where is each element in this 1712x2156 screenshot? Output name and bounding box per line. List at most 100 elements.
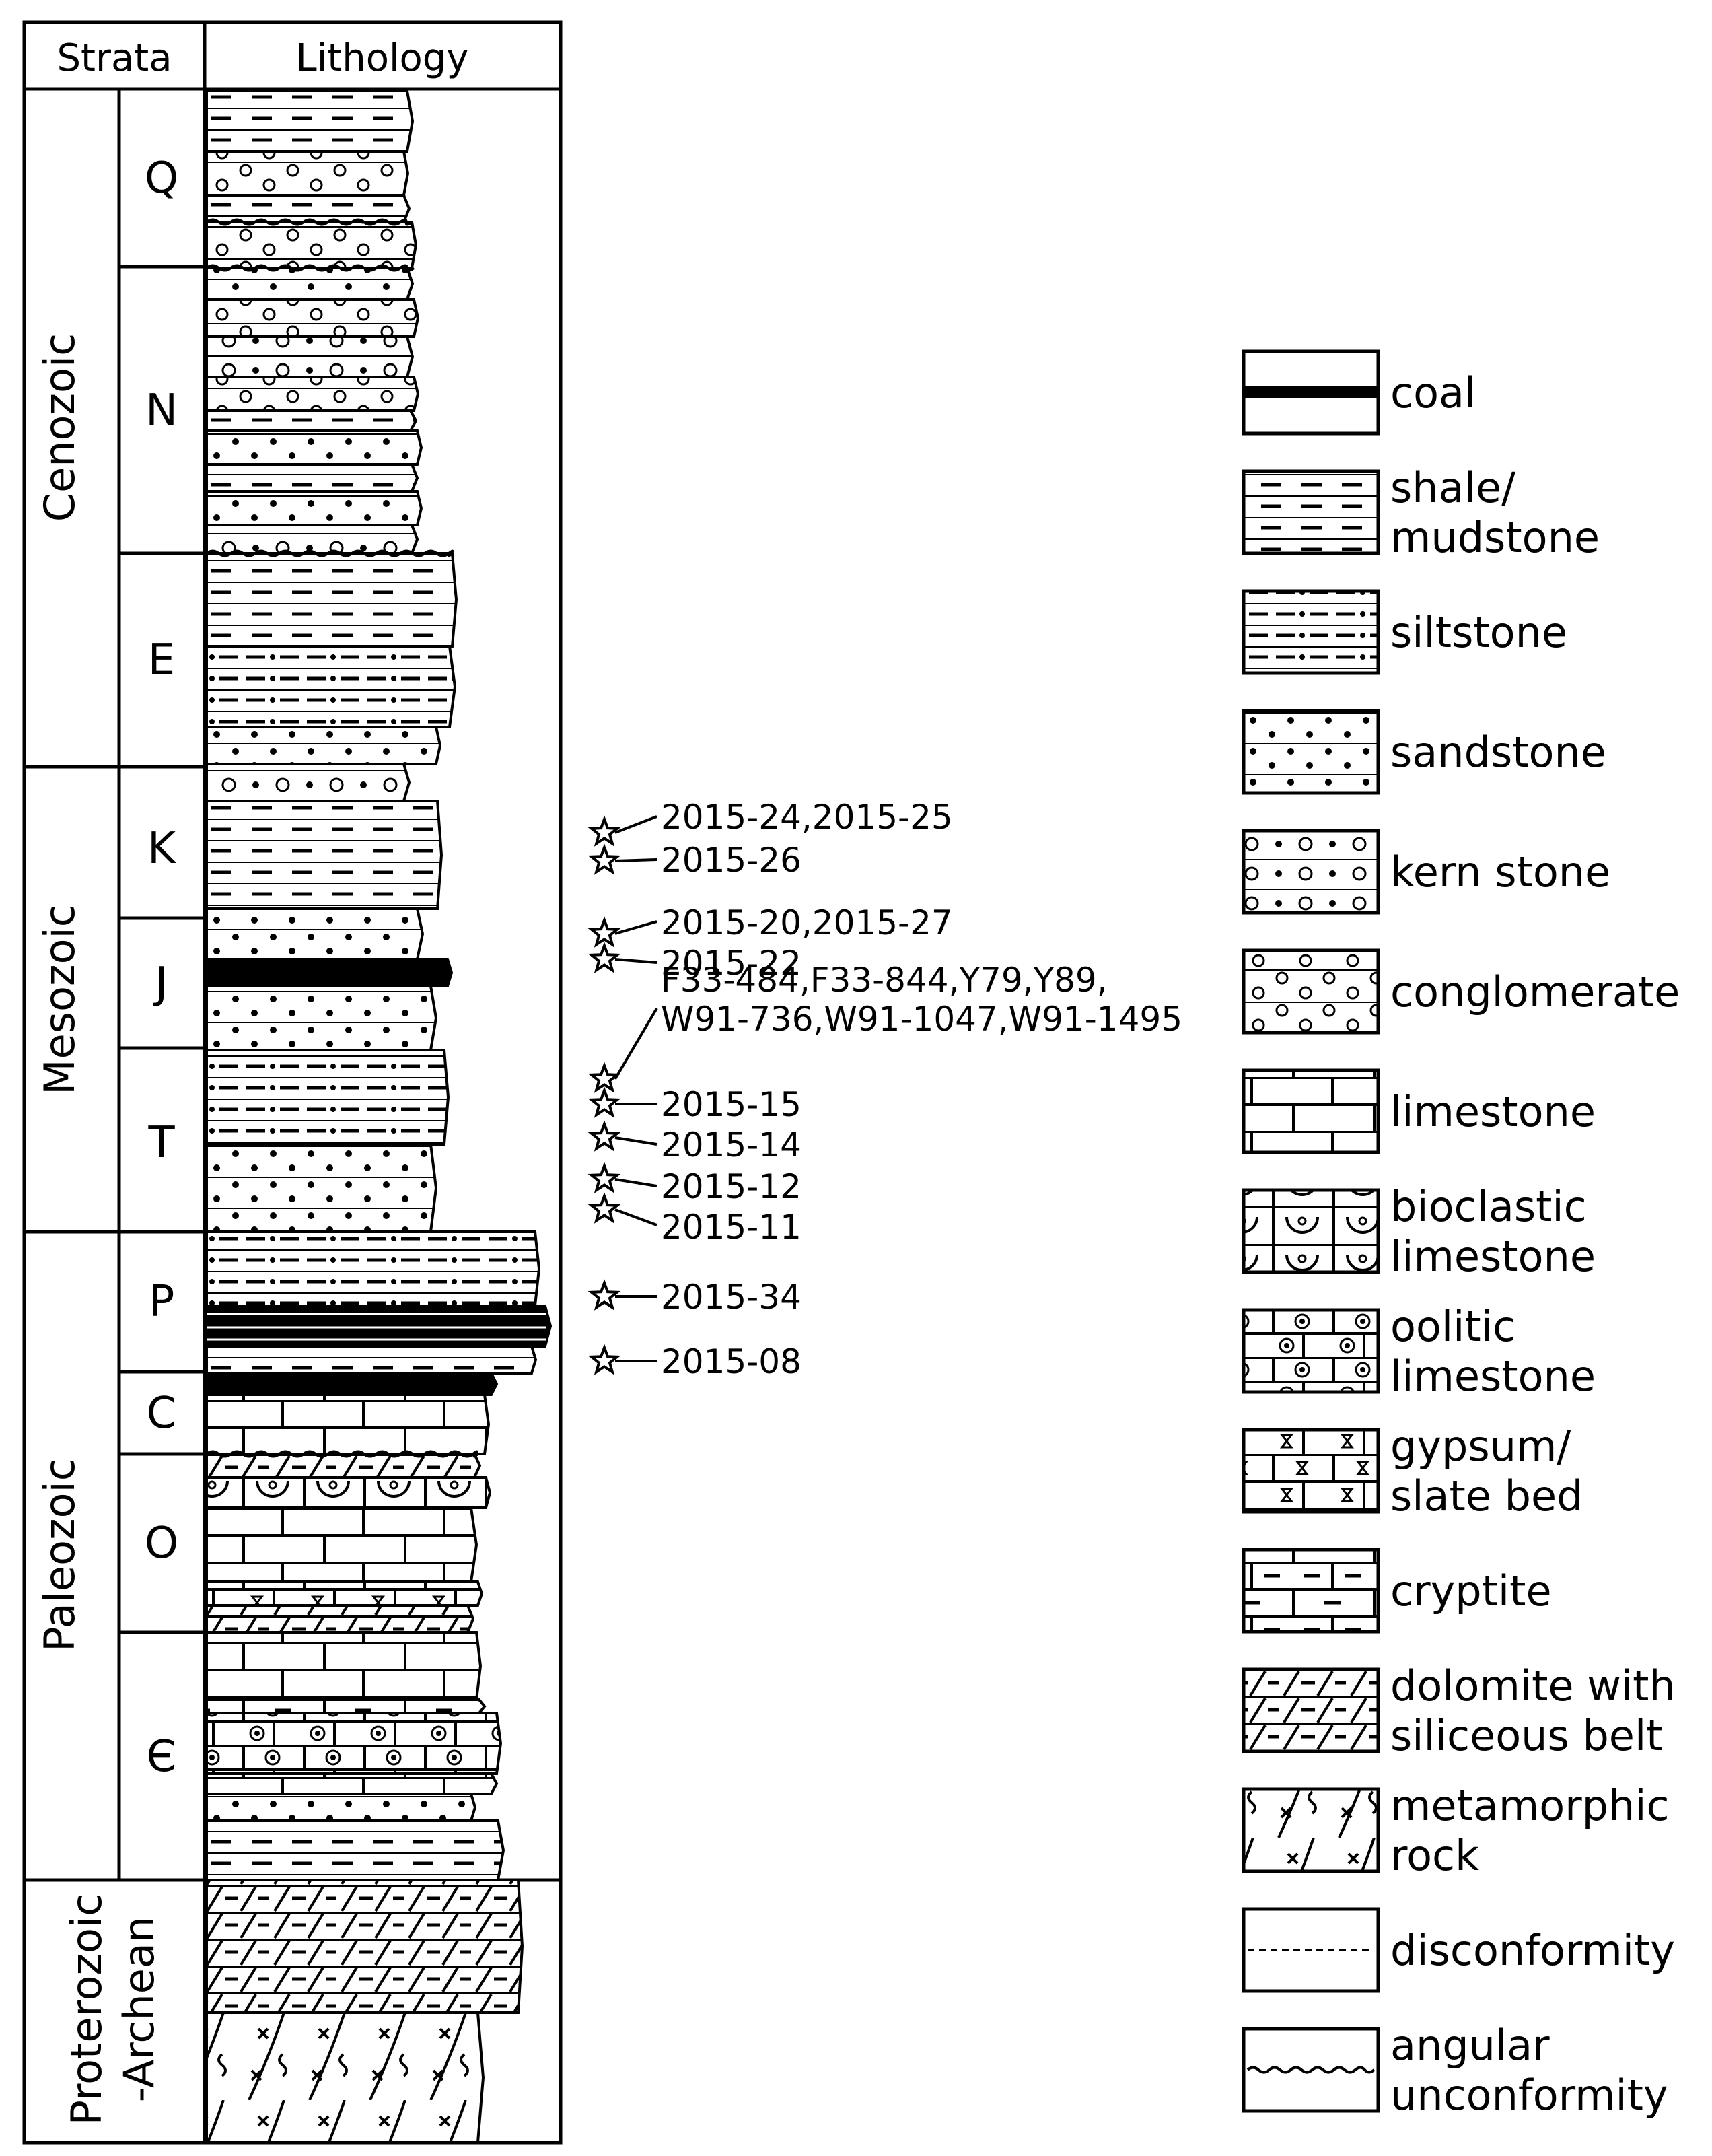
sample-star-icon xyxy=(587,1279,621,1311)
legend-label: siltstone xyxy=(1390,608,1567,657)
sample-star-icon xyxy=(587,1120,621,1152)
sample-star-icon xyxy=(587,1086,621,1118)
sample-markers: 2015-24,2015-252015-262015-20,2015-27201… xyxy=(587,798,1182,1381)
legend-item-cong: conglomerate xyxy=(1242,948,1680,1035)
era-labels: CenozoicMesozoicPaleozoicProterozoic-Arc… xyxy=(35,333,164,2126)
sample-marker: 2015-26 xyxy=(587,841,801,880)
legend-label: gypsum/ xyxy=(1390,1422,1571,1471)
legend-label: conglomerate xyxy=(1390,967,1680,1016)
sample-label: 2015-08 xyxy=(661,1342,801,1381)
legend-item-gyp: gypsum/slate bed xyxy=(1242,1422,1583,1521)
sample-marker: 2015-24,2015-25 xyxy=(587,798,953,847)
lith-bed-sand xyxy=(205,985,438,1051)
sample-leader-line xyxy=(614,1136,657,1146)
sample-leader-line xyxy=(614,858,657,862)
sample-marker: 2015-22 xyxy=(587,942,801,983)
lith-bed-silt xyxy=(205,1230,541,1307)
lith-bed-crypt xyxy=(205,1698,487,1714)
period-label-7: C xyxy=(147,1389,177,1438)
lith-bed-sand xyxy=(205,907,425,961)
sample-label: 2015-20,2015-27 xyxy=(661,903,953,942)
sample-marker: 2015-14 xyxy=(587,1120,801,1164)
legend-label: unconformity xyxy=(1390,2071,1668,2120)
lith-bed-shale xyxy=(205,1819,505,1881)
lithology-header: Lithology xyxy=(296,36,469,80)
sample-leader-line xyxy=(614,958,657,964)
lith-bed-sand xyxy=(205,267,415,301)
lith-bed-lime xyxy=(205,1393,491,1455)
sample-leader-line xyxy=(614,1208,657,1226)
lith-bed-cong xyxy=(205,376,420,412)
era-label-proterozoic: Proterozoic xyxy=(62,1893,111,2126)
lith-bed-gyp xyxy=(205,1580,484,1607)
legend-label: oolitic xyxy=(1390,1302,1515,1351)
legend-item-kern: kern stone xyxy=(1242,829,1610,915)
legend-swatch-gyp xyxy=(1242,1428,1380,1514)
sample-marker: 2015-12 xyxy=(587,1162,801,1206)
sample-label: 2015-11 xyxy=(661,1208,801,1247)
era-label-mesozoic: Mesozoic xyxy=(35,904,84,1095)
lith-bed-silt xyxy=(205,1049,450,1146)
period-label-8: O xyxy=(145,1519,178,1568)
legend-swatch-meta xyxy=(1242,1787,1380,1873)
era-label-archean: -Archean xyxy=(114,1916,164,2102)
lith-bed-shale xyxy=(205,409,418,432)
era-label-paleozoic: Paleozoic xyxy=(35,1458,84,1652)
legend-swatch-cong xyxy=(1242,948,1380,1035)
legend-swatch-kern xyxy=(1242,829,1380,915)
lith-bed-shale xyxy=(205,194,411,223)
angular-unconformity-line xyxy=(1246,2066,1376,2074)
legend-item-sand: sandstone xyxy=(1242,709,1606,795)
legend-label: sandstone xyxy=(1390,728,1606,777)
lith-bed-lime xyxy=(205,1772,499,1795)
sample-star-icon xyxy=(587,942,621,973)
sample-label: 2015-22 xyxy=(661,944,801,983)
legend-label: limestone xyxy=(1390,1087,1596,1136)
lith-bed-kern xyxy=(205,335,415,378)
sample-star-icon xyxy=(587,1162,621,1193)
sample-label: 2015-26 xyxy=(661,841,801,880)
period-label-1: N xyxy=(145,386,178,436)
column-header: Strata Lithology xyxy=(57,36,468,80)
lith-bed-sand xyxy=(205,429,423,466)
legend-label: mudstone xyxy=(1390,513,1600,562)
legend-swatch-shale xyxy=(1242,469,1380,555)
legend-label: slate bed xyxy=(1390,1471,1583,1521)
legend-item-silt: siltstone xyxy=(1242,589,1567,675)
legend-item-disc: disconformity xyxy=(1242,1907,1675,1993)
legend-label: limestone xyxy=(1390,1232,1596,1281)
legend-label: limestone xyxy=(1390,1352,1596,1401)
lith-bed-dolo xyxy=(205,1604,475,1634)
legend-item-lime: limestone xyxy=(1242,1068,1596,1154)
period-label-2: E xyxy=(148,635,175,685)
strata-header: Strata xyxy=(57,36,172,80)
sample-star-icon xyxy=(587,916,621,948)
lith-bed-shale xyxy=(205,552,458,648)
lith-bed-dolo xyxy=(205,1453,482,1479)
angular-unconformity-line xyxy=(205,549,454,557)
lith-bed-shale xyxy=(205,90,415,153)
lith-bed-dolo xyxy=(205,1879,524,2014)
sample-leader-line xyxy=(614,920,657,935)
period-label-9: Є xyxy=(147,1732,177,1782)
legend-swatch-crypt xyxy=(1242,1548,1380,1634)
legend-swatch-lime xyxy=(1242,1068,1380,1154)
lith-bed-shale xyxy=(205,800,443,910)
era-label-cenozoic: Cenozoic xyxy=(35,333,84,522)
sample-label: 2015-24,2015-25 xyxy=(661,798,953,837)
lith-bed-meta xyxy=(205,2011,485,2144)
lith-bed-coal xyxy=(205,958,454,987)
legend-label: bioclastic xyxy=(1390,1182,1587,1231)
lith-bed-sand xyxy=(205,490,423,526)
legend-item-crypt: cryptite xyxy=(1242,1548,1552,1634)
legend-label: shale/ xyxy=(1390,463,1515,512)
legend-label: disconformity xyxy=(1390,1926,1675,1975)
period-label-3: K xyxy=(147,824,177,874)
lith-bed-coal xyxy=(205,1372,499,1396)
sample-label: 2015-34 xyxy=(661,1278,801,1317)
legend-label: rock xyxy=(1390,1831,1479,1880)
